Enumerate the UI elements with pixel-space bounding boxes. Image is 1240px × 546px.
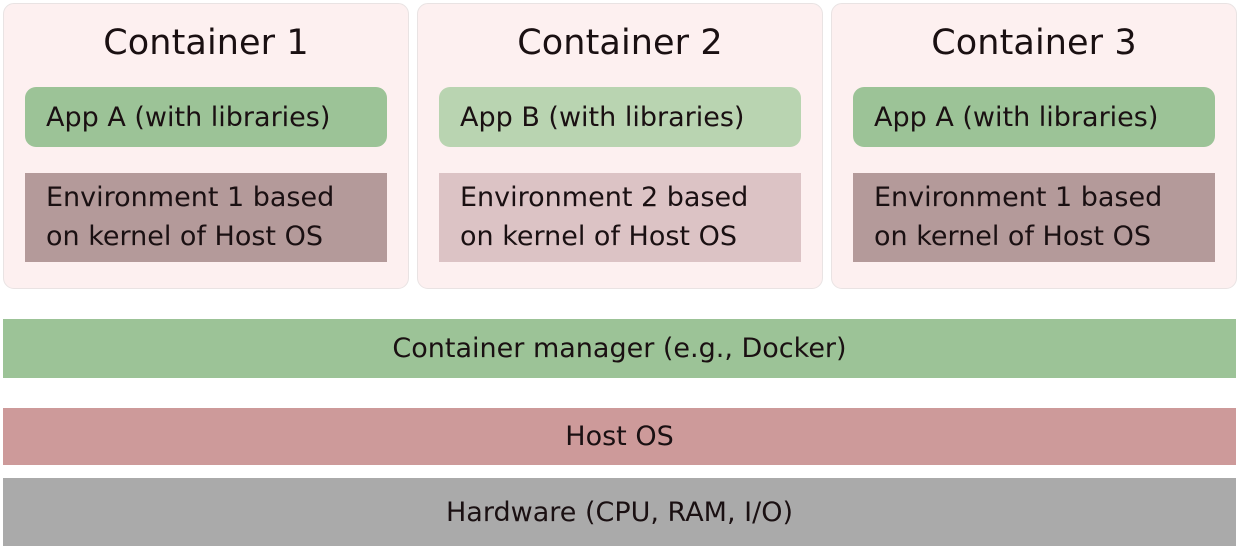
container-title-3: Container 3 [931,23,1137,63]
environment-line-2b: on kernel of Host OS [460,220,737,252]
environment-box-3[interactable]: Environment 1 based on kernel of Host OS [853,173,1215,262]
containers-row: Container 1 App A (with libraries) Envir… [3,3,1237,289]
environment-line-3b: on kernel of Host OS [874,220,1151,252]
environment-line-1a: Environment 1 based [46,182,335,214]
environment-line-1b: on kernel of Host OS [46,220,323,252]
host-os-label: Host OS [565,421,674,452]
app-label-3: App A (with libraries) [874,101,1159,133]
app-label-2: App B (with libraries) [460,101,745,133]
hardware-bar[interactable]: Hardware (CPU, RAM, I/O) [3,478,1236,546]
container-title-1: Container 1 [103,23,309,63]
hardware-label: Hardware (CPU, RAM, I/O) [446,496,793,528]
container-manager-bar[interactable]: Container manager (e.g., Docker) [3,319,1236,378]
container-title-2: Container 2 [517,23,723,63]
environment-line-2a: Environment 2 based [460,182,749,214]
environment-box-2[interactable]: Environment 2 based on kernel of Host OS [439,173,801,262]
app-box-3[interactable]: App A (with libraries) [853,87,1215,147]
app-label-1: App A (with libraries) [46,101,331,133]
container-manager-label: Container manager (e.g., Docker) [392,333,847,364]
app-box-1[interactable]: App A (with libraries) [25,87,387,147]
container-card-3[interactable]: Container 3 App A (with libraries) Envir… [831,3,1237,289]
container-card-1[interactable]: Container 1 App A (with libraries) Envir… [3,3,409,289]
host-os-bar[interactable]: Host OS [3,408,1236,465]
environment-line-3a: Environment 1 based [874,182,1163,214]
app-box-2[interactable]: App B (with libraries) [439,87,801,147]
environment-box-1[interactable]: Environment 1 based on kernel of Host OS [25,173,387,262]
container-card-2[interactable]: Container 2 App B (with libraries) Envir… [417,3,823,289]
